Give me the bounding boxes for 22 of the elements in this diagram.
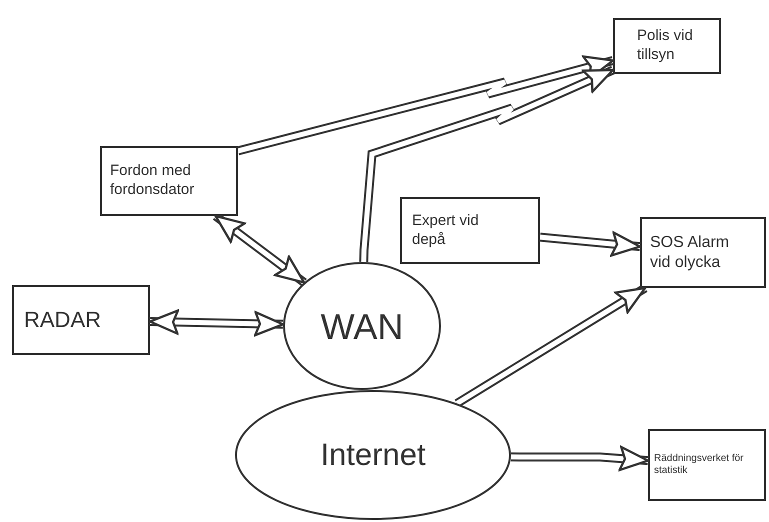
label-box	[648, 429, 766, 501]
hollow-arrow	[236, 55, 614, 156]
node-label: WAN	[320, 304, 404, 348]
label-box	[613, 18, 721, 74]
network-ellipse	[235, 390, 511, 520]
node-label: Polis vid tillsyn	[637, 27, 694, 65]
label-box	[400, 197, 540, 264]
hollow-arrow	[359, 66, 615, 262]
label-box	[100, 146, 238, 216]
hollow-arrow	[510, 446, 650, 472]
hollow-arrow	[148, 309, 284, 336]
label-box	[12, 285, 150, 355]
node-label: SOS Alarm vid olycka	[650, 232, 730, 272]
hollow-arrow	[454, 284, 648, 408]
label-box	[640, 217, 766, 288]
network-ellipse	[283, 262, 441, 390]
node-label: Expert vid depå	[412, 212, 480, 250]
hollow-arrow	[540, 231, 642, 257]
node-label: Internet	[320, 436, 426, 474]
node-label: RADAR	[24, 306, 102, 334]
node-label: Räddningsverket för statistik	[654, 452, 744, 478]
node-label: Fordon med fordonsdator	[110, 162, 196, 200]
